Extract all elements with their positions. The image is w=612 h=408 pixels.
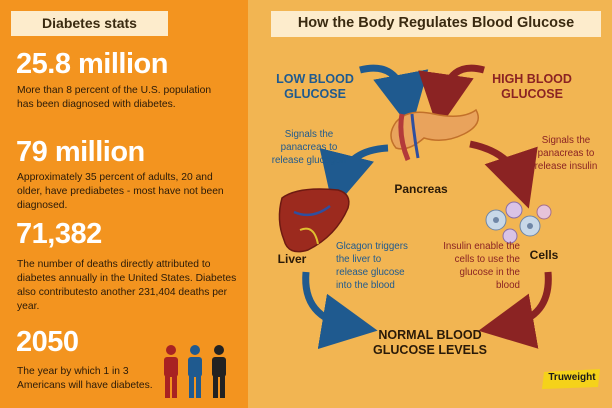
- truweight-logo: [542, 369, 600, 389]
- left-panel: [0, 0, 248, 408]
- right-header-title: How the Body Regulates Blood Glucose: [297, 15, 575, 31]
- arrow-high-to-pancreas: [418, 64, 485, 130]
- stat-1-value: 25.8 million: [16, 48, 168, 80]
- high-blood-glucose-label: HIGH BLOOD GLUCOSE: [492, 72, 572, 101]
- person-blue-icon: [188, 345, 202, 398]
- stat-2-desc: Approximately 35 percent of adults, 20 a…: [17, 172, 224, 211]
- stat-3-desc: The number of deaths directly attributed…: [17, 259, 237, 312]
- stat-3-value: 71,382: [16, 218, 102, 250]
- right-header: How the Body Regulates Blood Glucose: [271, 11, 601, 37]
- arrow-low-to-pancreas: [359, 64, 429, 130]
- person-red-icon: [164, 345, 178, 398]
- pancreas-icon: [390, 108, 479, 161]
- people-icon-group: [164, 345, 226, 398]
- low-blood-glucose-label: LOW BLOOD GLUCOSE: [276, 72, 354, 101]
- arrow-pancreas-to-liver: [319, 144, 389, 210]
- note-insulin: Signals the panacreas to release insulin: [534, 135, 598, 172]
- cells-icon: [485, 201, 552, 244]
- brand-name: Truweight: [548, 372, 596, 383]
- stat-1-desc: More than 8 percent of the U.S. populati…: [17, 85, 212, 110]
- glucose-cycle-diagram: [278, 64, 552, 350]
- note-cells: Insulin enable the cells to use the gluc…: [443, 241, 520, 291]
- note-glucagon: Signals the panacreas to release glucago…: [271, 129, 347, 166]
- stat-2-value: 79 million: [16, 136, 145, 168]
- arrow-pancreas-to-cells: [469, 140, 538, 209]
- pancreas-label: Pancreas: [394, 182, 448, 196]
- note-liver: Glcagon triggers the liver to release gl…: [336, 241, 408, 291]
- normal-blood-glucose-label: NORMAL BLOOD GLUCOSE LEVELS: [373, 328, 487, 357]
- left-header: Diabetes stats: [11, 11, 168, 36]
- person-black-icon: [212, 345, 226, 398]
- stat-4-desc: The year by which 1 in 3 Americans will …: [17, 366, 153, 391]
- arrow-liver-to-normal: [302, 271, 378, 350]
- stat-4-value: 2050: [16, 326, 79, 358]
- cells-label: Cells: [529, 248, 559, 262]
- liver-label: Liver: [277, 252, 307, 266]
- liver-icon: [278, 188, 350, 253]
- arrow-cells-to-normal: [478, 271, 552, 349]
- left-header-title: Diabetes stats: [42, 15, 137, 31]
